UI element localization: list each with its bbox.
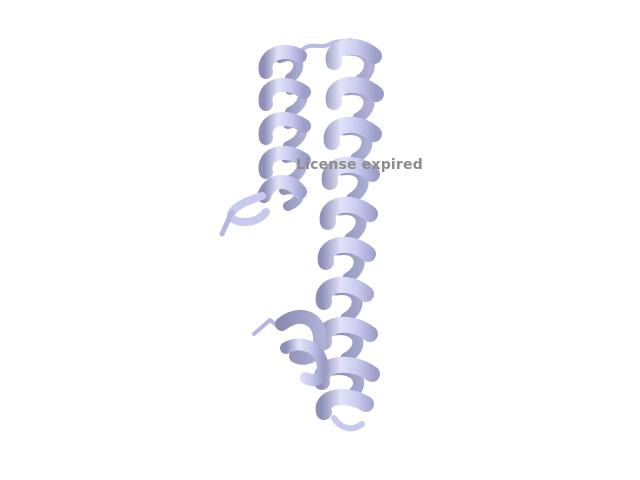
helix-left [219, 45, 311, 237]
helix-right [313, 38, 384, 432]
helix-bottom-left [252, 309, 329, 386]
license-watermark: License expired [296, 157, 423, 173]
